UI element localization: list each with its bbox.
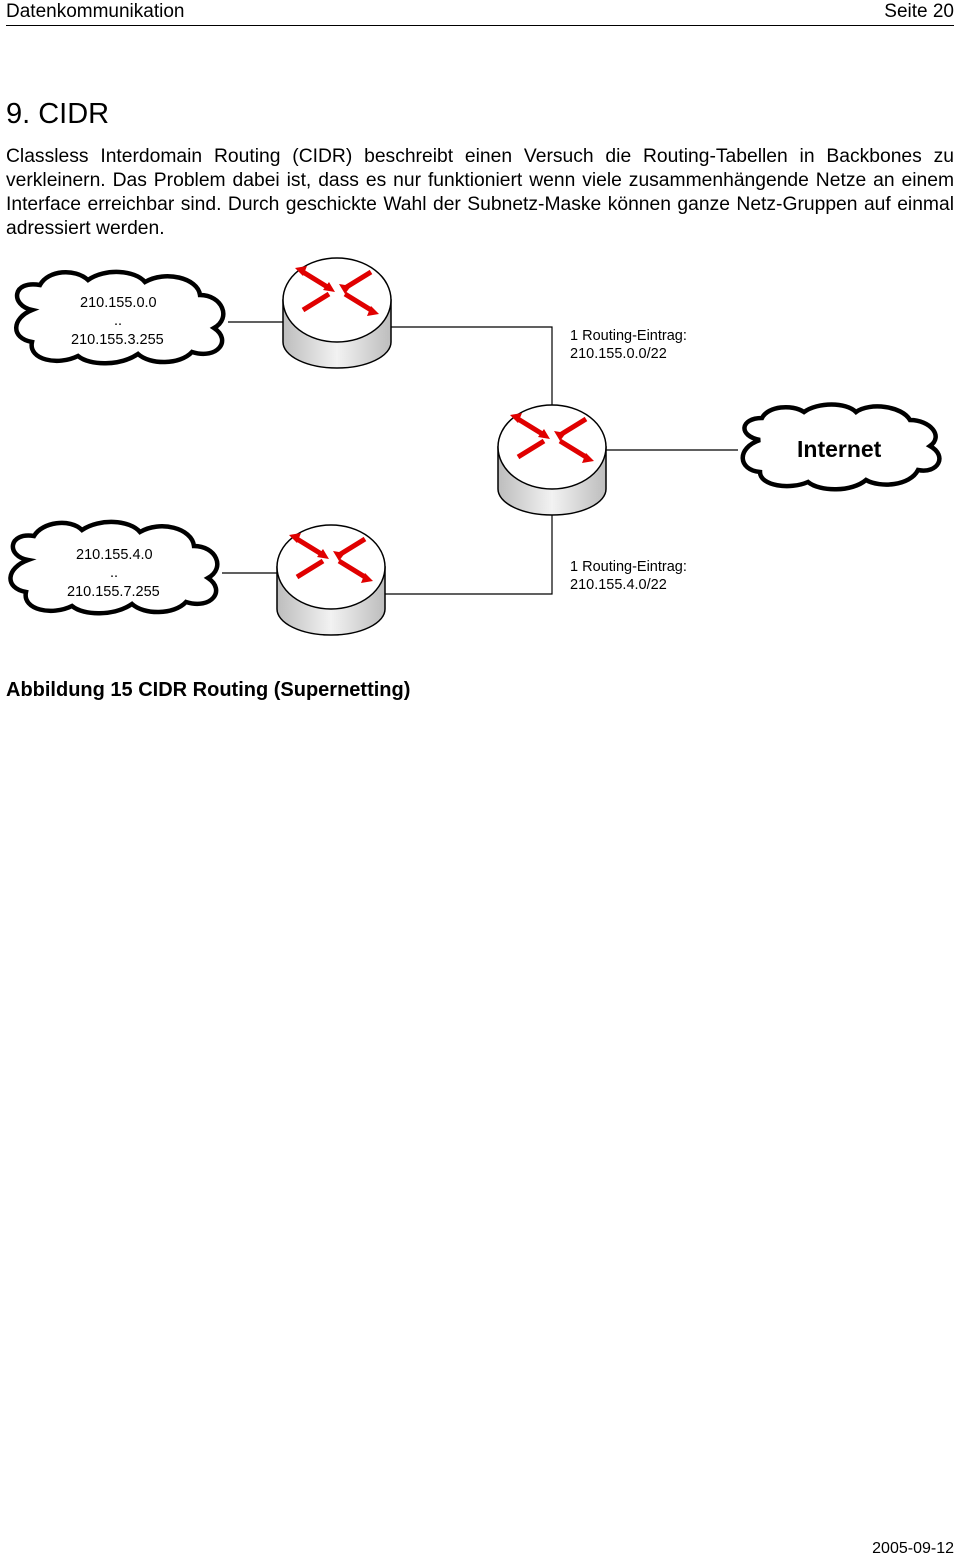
- header-page-number: Seite 20: [884, 1, 954, 22]
- net-top-dots: ..: [114, 313, 122, 329]
- router-core: [497, 404, 607, 516]
- header-document-title: Datenkommunikation: [6, 1, 185, 22]
- connection-lines: [222, 321, 738, 595]
- internet-cloud: Internet: [740, 402, 942, 492]
- net-top-start: 210.155.0.0: [80, 295, 157, 311]
- route-top-line1: 1 Routing-Eintrag:: [570, 328, 687, 344]
- router-top: [282, 257, 392, 369]
- net-bottom-start: 210.155.4.0: [76, 547, 153, 563]
- route-entry-top: 1 Routing-Eintrag: 210.155.0.0/22: [570, 328, 687, 362]
- page-header: Datenkommunikation Seite 20: [6, 0, 954, 26]
- route-bottom-line1: 1 Routing-Eintrag:: [570, 559, 687, 575]
- router-bottom: [276, 524, 386, 636]
- route-bottom-line2: 210.155.4.0/22: [570, 577, 667, 593]
- section-title: 9. CIDR: [6, 98, 110, 130]
- internet-label: Internet: [797, 436, 882, 462]
- net-bottom-dots: ..: [110, 565, 118, 581]
- net-top-end: 210.155.3.255: [71, 332, 164, 348]
- figure-caption: Abbildung 15 CIDR Routing (Supernetting): [6, 679, 411, 701]
- cidr-network-diagram: 210.155.0.0 .. 210.155.3.255 1 Routing-E…: [8, 257, 942, 636]
- network-cloud-bottom: 210.155.4.0 .. 210.155.7.255: [8, 519, 220, 616]
- net-bottom-end: 210.155.7.255: [67, 584, 160, 600]
- footer-date: 2005-09-12: [872, 1540, 954, 1557]
- route-entry-bottom: 1 Routing-Eintrag: 210.155.4.0/22: [570, 559, 687, 593]
- route-top-line2: 210.155.0.0/22: [570, 346, 667, 362]
- section-paragraph: Classless Interdomain Routing (CIDR) bes…: [6, 146, 954, 239]
- network-cloud-top: 210.155.0.0 .. 210.155.3.255: [14, 269, 226, 366]
